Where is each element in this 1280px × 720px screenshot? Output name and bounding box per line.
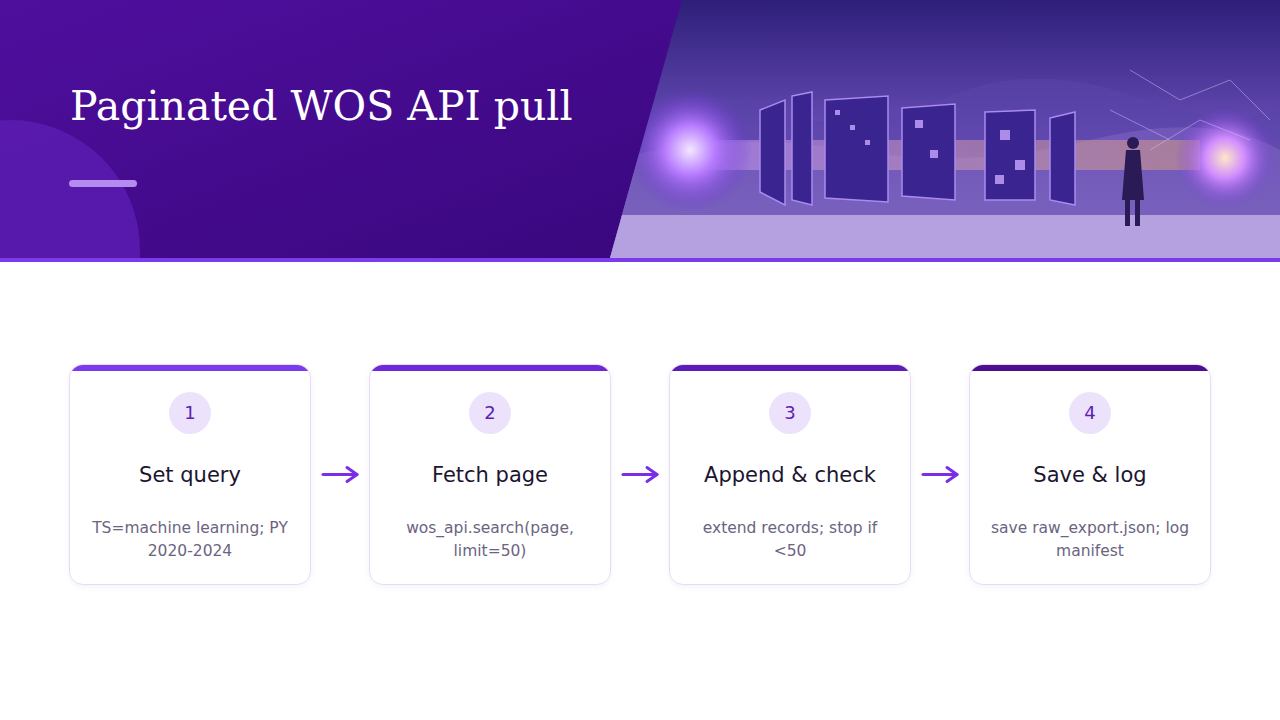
- step-detail: TS=machine learning; PY 2020-2024: [90, 517, 290, 563]
- flow-arrow: [923, 468, 957, 482]
- process-box: Set queryTS=machine learning; PY 2020-20…: [69, 364, 311, 585]
- card-accent: [970, 365, 1210, 371]
- step-title: Set query: [80, 461, 300, 489]
- step-title: Save & log: [980, 461, 1200, 489]
- diagram-title: Paginated WOS API pull: [70, 80, 630, 132]
- process-box: Save & log save raw_export.json; log mani…: [969, 364, 1211, 585]
- step-detail: extend records; stop if <50: [690, 517, 890, 563]
- card-accent: [370, 365, 610, 371]
- title-underline: [68, 179, 148, 189]
- step-title: Fetch page: [380, 461, 600, 489]
- network-illustration: [610, 0, 1280, 258]
- process-box: Fetch page wos_api.search(page, limit=50)…: [369, 364, 611, 585]
- step-number-circle: 3: [769, 392, 811, 434]
- process-box: Append & check extend records; stop if <5…: [669, 364, 911, 585]
- flow-arrow: [623, 468, 657, 482]
- step-number-circle: 1: [169, 392, 211, 434]
- step-number-circle: 2: [469, 392, 511, 434]
- header-divider: [0, 258, 1280, 262]
- card-accent: [670, 365, 910, 371]
- step-number-circle: 4: [1069, 392, 1111, 434]
- callout-number: 3: [784, 403, 795, 423]
- callout-number: 2: [484, 403, 495, 423]
- step-title: Append & check: [680, 461, 900, 489]
- callout-number: 1: [184, 403, 195, 423]
- header-band: Paginated WOS API pull: [0, 0, 1280, 258]
- step-detail: save raw_export.json; log manifest: [990, 517, 1190, 563]
- step-detail: wos_api.search(page, limit=50): [390, 517, 590, 563]
- flow-arrow: [323, 468, 357, 482]
- callout-number: 4: [1084, 403, 1095, 423]
- card-accent: [70, 365, 310, 371]
